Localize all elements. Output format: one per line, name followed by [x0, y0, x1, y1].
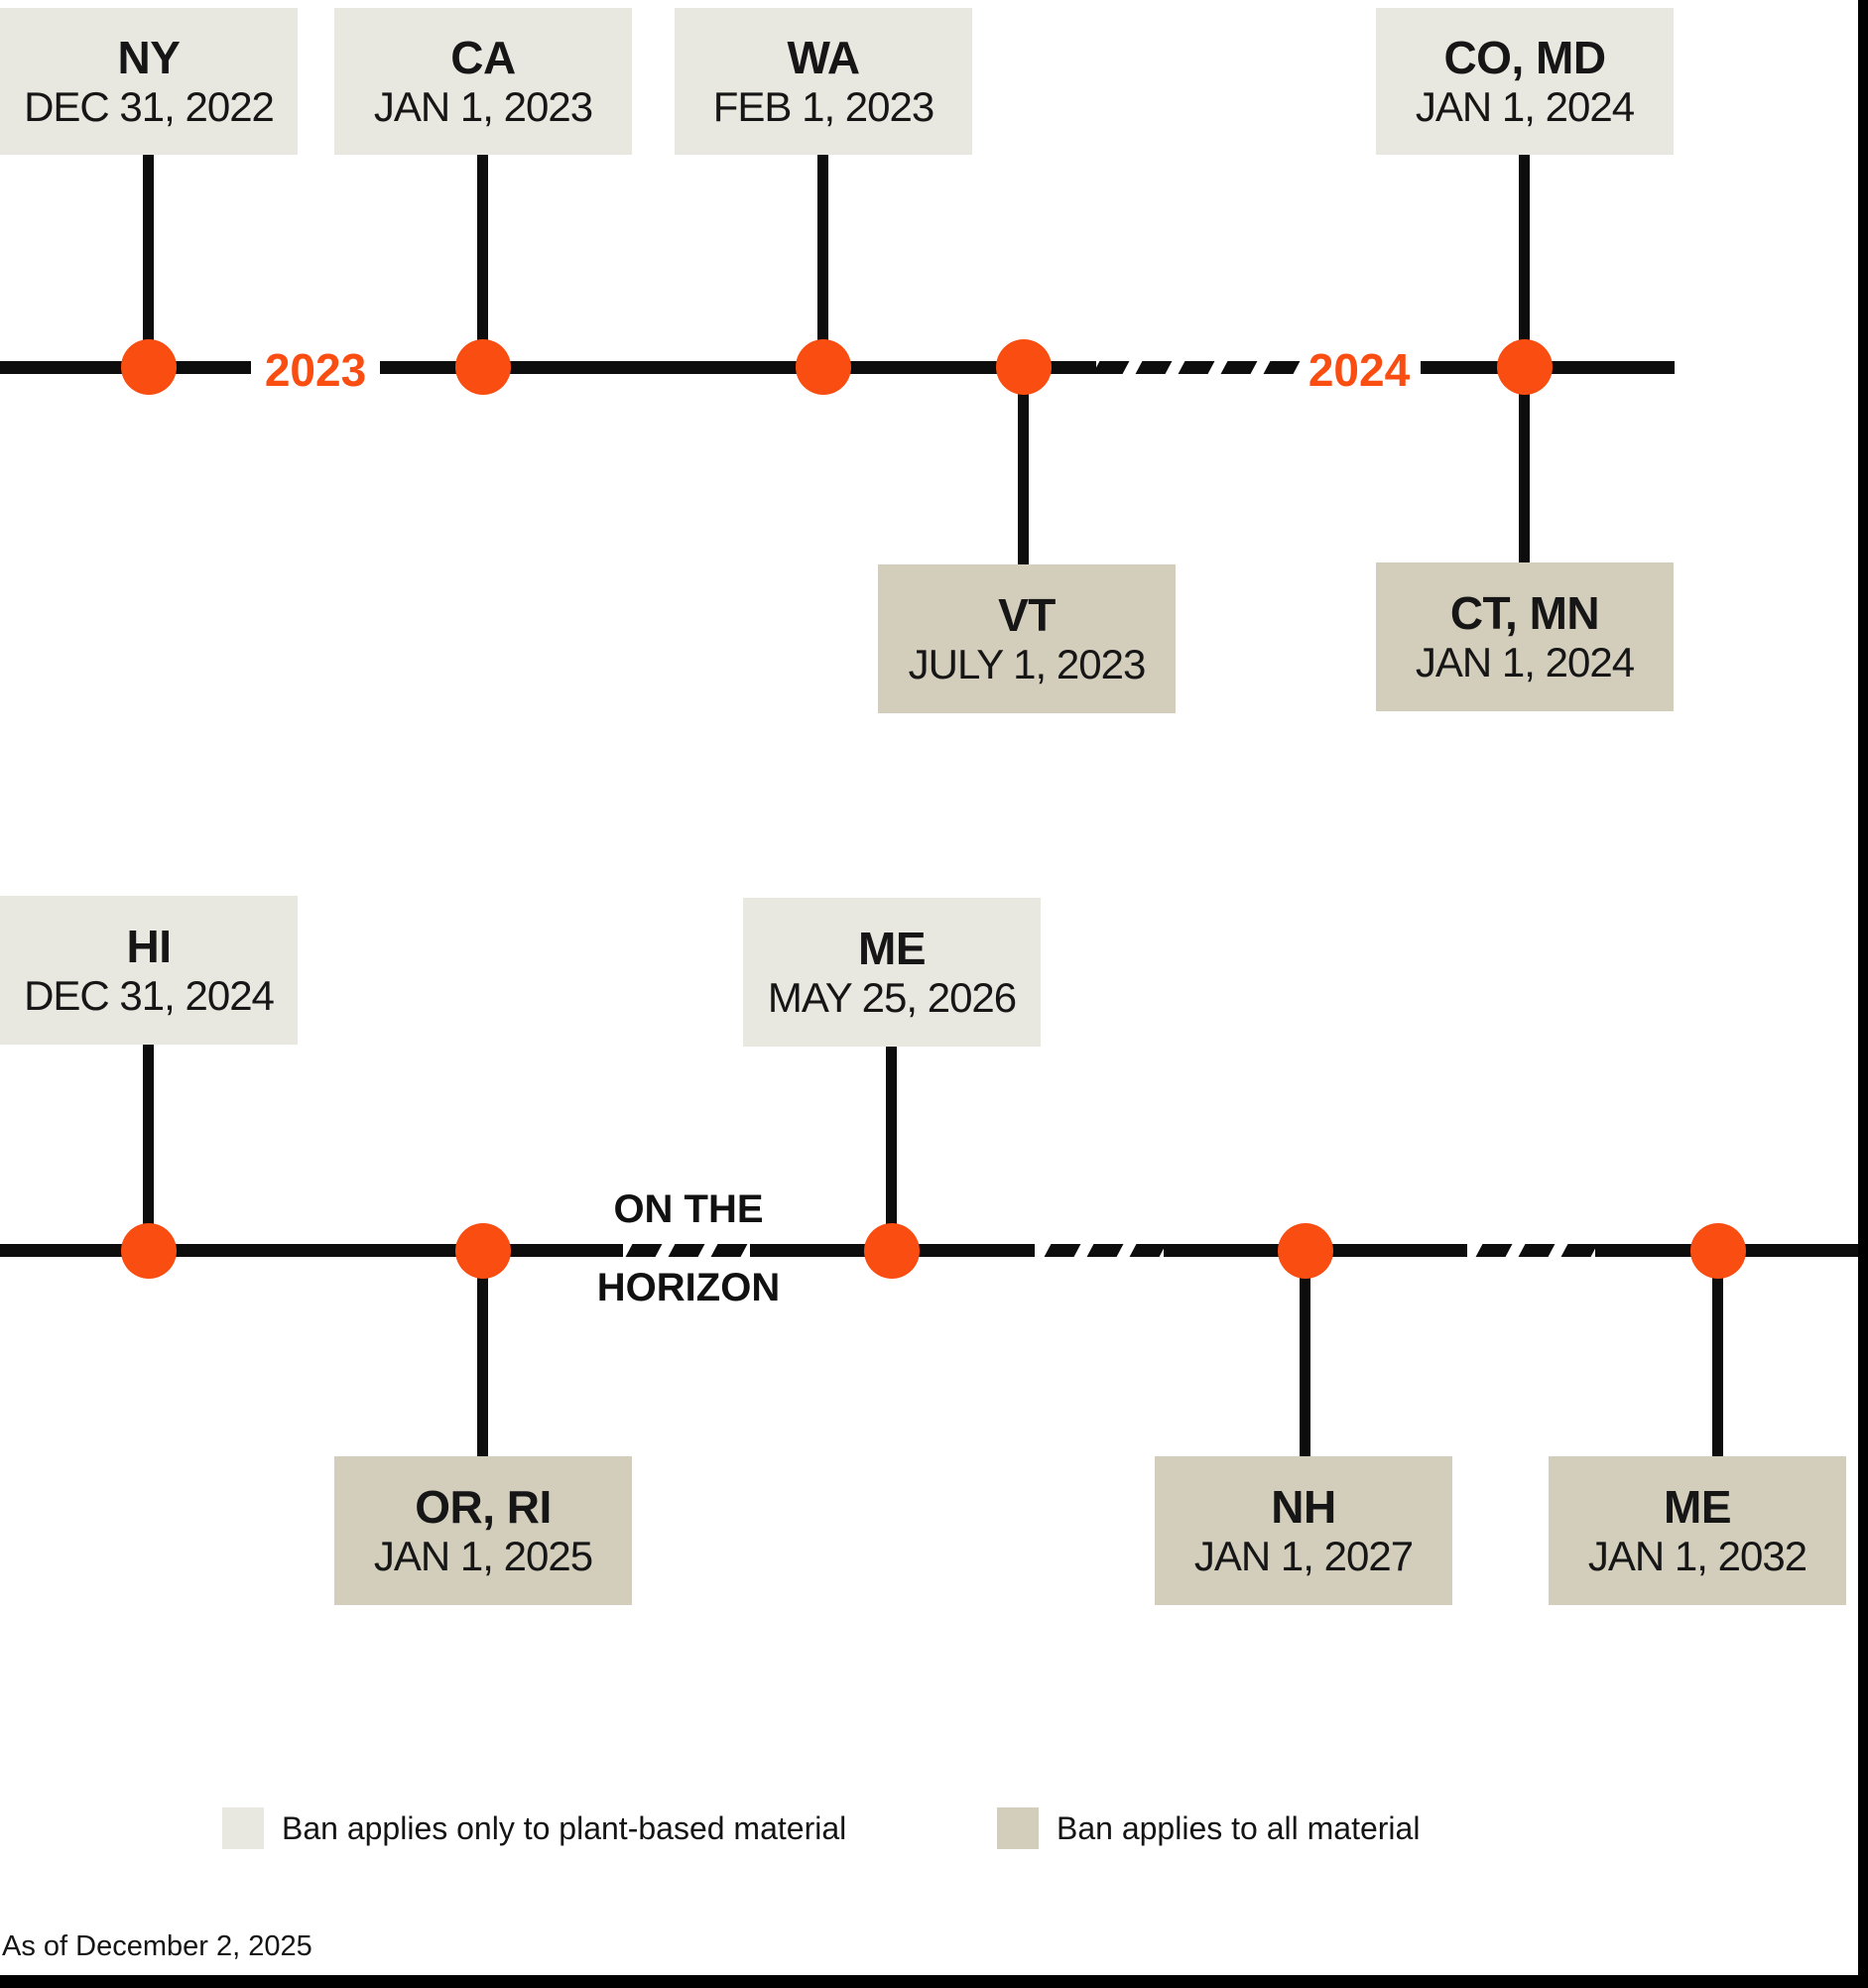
dash — [1560, 1244, 1598, 1257]
event-dot-ca — [455, 339, 511, 395]
event-box-me-2026: ME MAY 25, 2026 — [743, 898, 1041, 1047]
connector — [477, 149, 488, 367]
legend-label-all: Ban applies to all material — [1057, 1809, 1421, 1846]
event-date: MAY 25, 2026 — [767, 974, 1017, 1022]
event-box-vt: VT JULY 1, 2023 — [878, 564, 1176, 713]
legend-swatch-all — [997, 1807, 1039, 1849]
timeline-dashed-segment — [625, 1244, 757, 1257]
event-dot-co-md — [1497, 339, 1553, 395]
connector — [143, 149, 154, 367]
dash — [1044, 1244, 1081, 1257]
event-date: JAN 1, 2025 — [373, 1533, 593, 1580]
horizon-label-line1: ON THE — [613, 1187, 764, 1231]
dash — [1129, 1244, 1167, 1257]
frame-border-bottom — [0, 1975, 1868, 1988]
event-box-co-md: CO, MD JAN 1, 2024 — [1376, 8, 1674, 155]
event-state: NY — [117, 31, 181, 83]
connector — [1519, 149, 1530, 367]
event-date: DEC 31, 2024 — [24, 972, 275, 1020]
event-date: JAN 1, 2024 — [1415, 639, 1635, 686]
event-box-hi: HI DEC 31, 2024 — [0, 896, 298, 1045]
dash — [668, 1244, 705, 1257]
dash — [1135, 361, 1173, 374]
dash — [1518, 1244, 1556, 1257]
legend-item-plant: Ban applies only to plant-based material — [222, 1807, 846, 1849]
event-box-wa: WA FEB 1, 2023 — [675, 8, 972, 155]
timeline-line — [0, 1244, 623, 1257]
event-state: HI — [126, 920, 173, 972]
connector — [1018, 368, 1029, 564]
event-dot-ny — [121, 339, 177, 395]
connector — [1519, 368, 1530, 564]
event-box-ct-mn: CT, MN JAN 1, 2024 — [1376, 562, 1674, 711]
connector — [1712, 1251, 1723, 1459]
frame-border-right — [1858, 0, 1868, 1988]
event-dot-vt — [996, 339, 1052, 395]
dash — [710, 1244, 748, 1257]
horizon-label-line2: HORIZON — [596, 1266, 781, 1309]
event-date: JAN 1, 2024 — [1415, 83, 1635, 131]
event-state: OR, RI — [415, 1480, 552, 1533]
event-date: FEB 1, 2023 — [712, 83, 934, 131]
event-dot-wa — [796, 339, 851, 395]
event-state: WA — [787, 31, 860, 83]
event-date: JULY 1, 2023 — [908, 641, 1147, 688]
event-box-ca: CA JAN 1, 2023 — [334, 8, 632, 155]
dash — [1475, 1244, 1513, 1257]
connector — [817, 149, 828, 367]
event-date: JAN 1, 2027 — [1193, 1533, 1414, 1580]
timeline-dashed-segment — [1092, 361, 1309, 374]
dash — [625, 1244, 663, 1257]
event-dot-hi — [121, 1223, 177, 1279]
event-state: CO, MD — [1443, 31, 1606, 83]
event-state: CT, MN — [1449, 586, 1600, 639]
event-state: ME — [858, 922, 927, 974]
event-state: NH — [1271, 1480, 1336, 1533]
connector — [1300, 1251, 1310, 1459]
year-label-2023: 2023 — [264, 344, 367, 396]
timeline-line — [380, 361, 1096, 374]
timeline-dashed-segment — [1475, 1244, 1607, 1257]
event-dot-me-2032 — [1690, 1223, 1746, 1279]
year-label-2024: 2024 — [1308, 344, 1411, 396]
connector — [477, 1251, 488, 1459]
event-state: VT — [998, 588, 1056, 641]
event-dot-me-2026 — [864, 1223, 920, 1279]
event-box-or-ri: OR, RI JAN 1, 2025 — [334, 1456, 632, 1605]
as-of-note: As of December 2, 2025 — [2, 1930, 312, 1962]
dash — [1263, 361, 1301, 374]
dash — [1092, 361, 1130, 374]
event-dot-nh — [1278, 1223, 1333, 1279]
event-state: ME — [1664, 1480, 1732, 1533]
event-state: CA — [450, 31, 516, 83]
connector — [143, 1042, 154, 1251]
event-date: JAN 1, 2032 — [1587, 1533, 1807, 1580]
connector — [886, 1042, 897, 1251]
event-box-me-2032: ME JAN 1, 2032 — [1549, 1456, 1846, 1605]
legend-label-plant: Ban applies only to plant-based material — [282, 1809, 847, 1846]
event-dot-or-ri — [455, 1223, 511, 1279]
event-box-ny: NY DEC 31, 2022 — [0, 8, 298, 155]
dash — [1086, 1244, 1124, 1257]
event-box-nh: NH JAN 1, 2027 — [1155, 1456, 1452, 1605]
legend-swatch-plant — [222, 1807, 264, 1849]
timeline-dashed-segment — [1044, 1244, 1176, 1257]
event-date: DEC 31, 2022 — [24, 83, 275, 131]
legend-item-all: Ban applies to all material — [997, 1807, 1420, 1849]
event-date: JAN 1, 2023 — [373, 83, 593, 131]
dash — [1220, 361, 1258, 374]
dash — [1178, 361, 1215, 374]
